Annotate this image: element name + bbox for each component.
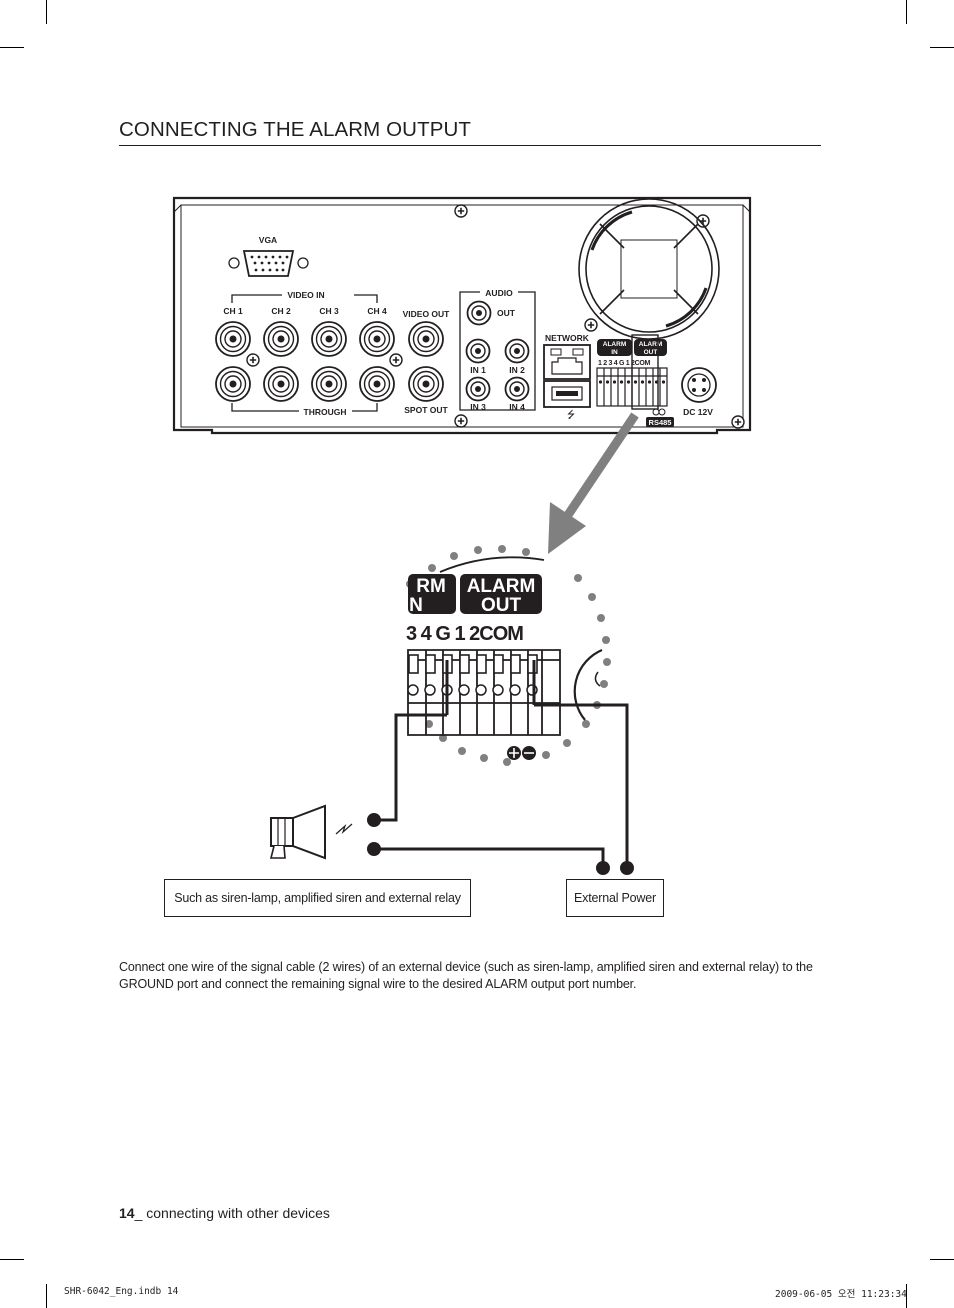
device-caption: Such as siren-lamp, amplified siren and … bbox=[164, 879, 471, 917]
audio-in3-label: IN 3 bbox=[470, 402, 486, 412]
rca-jack-icon bbox=[465, 376, 491, 402]
alarm-out-label-1: ALARM bbox=[639, 341, 662, 348]
bnc-connector-icon bbox=[359, 366, 395, 402]
vga-port-icon bbox=[228, 250, 309, 277]
crop-mark bbox=[0, 47, 24, 48]
bnc-connector-icon bbox=[408, 366, 444, 402]
rear-panel: VGA VIDEO IN CH 1 CH 2 CH 3 CH 4 THROUGH bbox=[172, 196, 752, 435]
page-footer: 14_ connecting with other devices bbox=[119, 1205, 330, 1221]
alarm-in-label-1: ALARM bbox=[603, 341, 626, 348]
footer-chapter: connecting with other devices bbox=[142, 1205, 330, 1221]
bnc-connector-icon bbox=[359, 321, 395, 357]
zoom-alarm-out-label-1: ALARM bbox=[467, 576, 536, 597]
zoom-alarm-in-partial-2: N bbox=[409, 595, 423, 616]
instruction-text: Connect one wire of the signal cable (2 … bbox=[119, 960, 813, 991]
zoom-rs485-polarity-icon bbox=[507, 746, 536, 760]
video-in-label: VIDEO IN bbox=[287, 290, 324, 300]
audio-in1-label: IN 1 bbox=[470, 365, 486, 375]
dc-power-jack-icon bbox=[681, 367, 717, 403]
ethernet-port-icon bbox=[543, 344, 591, 380]
zoom-arrow-icon bbox=[548, 412, 639, 554]
zoom-alarm-in-partial-1: RM bbox=[416, 576, 446, 597]
usb-port-icon bbox=[543, 380, 591, 408]
alarm-in-badge bbox=[597, 339, 632, 356]
zoomed-terminal-block: RM N ALARM OUT 3 4 G 1 2COM bbox=[406, 574, 603, 760]
ch3-label: CH 3 bbox=[319, 306, 339, 316]
crop-mark bbox=[906, 1284, 907, 1308]
rca-jack-icon bbox=[465, 338, 491, 364]
screw-icon bbox=[389, 353, 403, 367]
siren-horn-icon bbox=[269, 804, 326, 860]
highlight-frame bbox=[631, 334, 659, 410]
signal-icon bbox=[335, 823, 353, 835]
bnc-connector-icon bbox=[215, 366, 251, 402]
screw-icon bbox=[246, 353, 260, 367]
crop-mark bbox=[0, 1259, 24, 1260]
ch4-label: CH 4 bbox=[367, 306, 387, 316]
alarm-in-label-2: IN bbox=[611, 349, 618, 356]
through-label: THROUGH bbox=[304, 407, 347, 417]
bnc-connector-icon bbox=[311, 321, 347, 357]
audio-out-label: OUT bbox=[497, 308, 516, 318]
crop-mark bbox=[930, 47, 954, 48]
print-slug-date: 2009-06-05 오전 11:23:34 bbox=[775, 1289, 907, 1300]
alarm-out-badge bbox=[634, 339, 667, 356]
title-rule bbox=[119, 145, 821, 146]
rca-jack-icon bbox=[466, 300, 492, 326]
video-out-label: VIDEO OUT bbox=[403, 309, 451, 319]
dc-label: DC 12V bbox=[683, 407, 713, 417]
audio-in4-label: IN 4 bbox=[509, 402, 525, 412]
screw-icon bbox=[584, 318, 598, 332]
bnc-connector-icon bbox=[263, 321, 299, 357]
audio-in2-label: IN 2 bbox=[509, 365, 525, 375]
crop-mark bbox=[930, 1259, 954, 1260]
rs485-polarity-icon bbox=[652, 408, 666, 416]
ch1-label: CH 1 bbox=[223, 306, 243, 316]
rca-jack-icon bbox=[504, 338, 530, 364]
crop-mark bbox=[46, 1284, 47, 1308]
alarm-out-label-2: OUT bbox=[644, 349, 658, 356]
bnc-connector-icon bbox=[215, 321, 251, 357]
print-slug-file: SHR-6042_Eng.indb 14 bbox=[64, 1286, 179, 1297]
vga-label: VGA bbox=[259, 235, 277, 245]
zoom-alarm-out-label-2: OUT bbox=[481, 595, 522, 616]
ch2-label: CH 2 bbox=[271, 306, 291, 316]
bnc-connector-icon bbox=[263, 366, 299, 402]
footer-separator: _ bbox=[134, 1205, 143, 1221]
crop-mark bbox=[906, 0, 907, 24]
zoom-pin-numbers: 3 4 G 1 2COM bbox=[406, 623, 523, 645]
usb-icon: ⭍ bbox=[567, 409, 575, 421]
rs485-label: RS485 bbox=[649, 418, 672, 427]
bnc-connector-icon bbox=[408, 321, 444, 357]
terminal-numbers: 1 2 3 4 G 1 2COM bbox=[598, 360, 650, 367]
screw-icon bbox=[454, 414, 468, 428]
crop-mark bbox=[46, 0, 47, 24]
network-label: NETWORK bbox=[545, 333, 590, 343]
audio-label: AUDIO bbox=[485, 288, 513, 298]
screw-icon bbox=[731, 415, 745, 429]
rca-jack-icon bbox=[504, 376, 530, 402]
page-number: 14 bbox=[119, 1205, 135, 1221]
bnc-connector-icon bbox=[311, 366, 347, 402]
screw-icon bbox=[454, 204, 468, 218]
power-caption: External Power bbox=[566, 879, 664, 917]
section-title: CONNECTING THE ALARM OUTPUT bbox=[119, 118, 471, 141]
spot-out-label: SPOT OUT bbox=[404, 405, 448, 415]
